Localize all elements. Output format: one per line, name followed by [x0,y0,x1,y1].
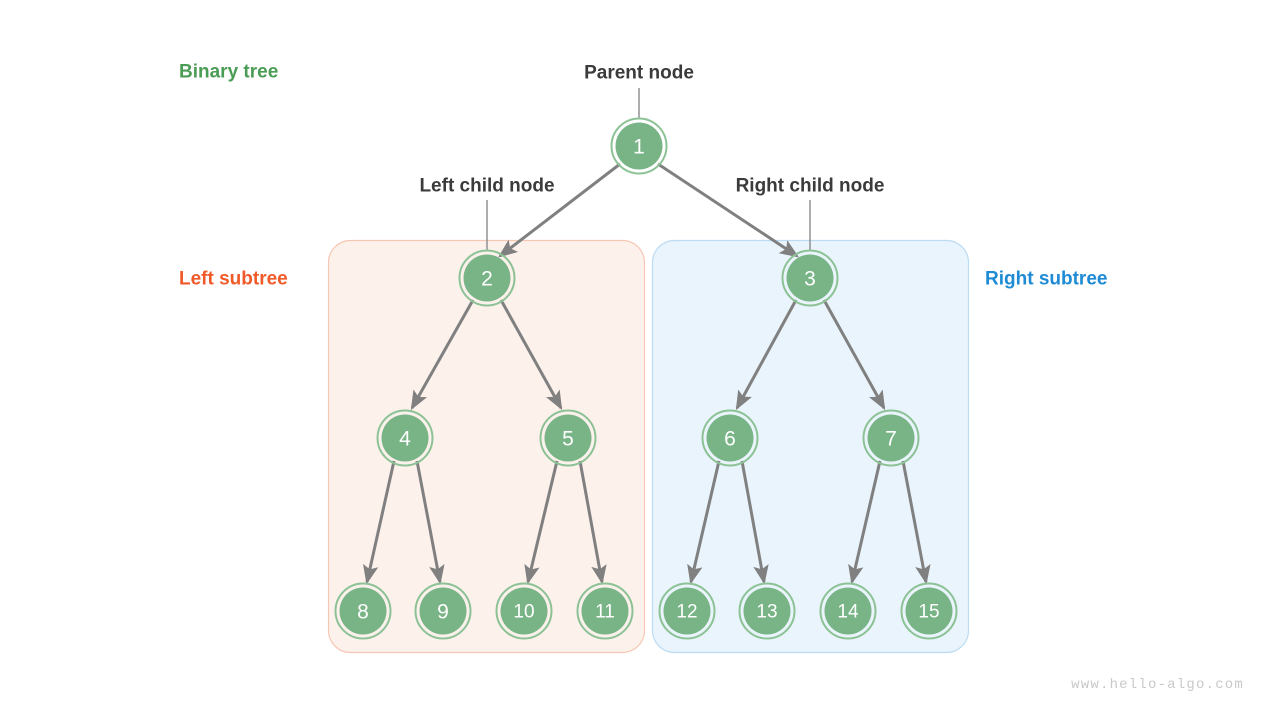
node-ring [495,582,553,640]
node-label: 8 [357,601,369,624]
node-circle [615,122,663,170]
node-circle [419,587,467,635]
node-label: 3 [804,268,816,291]
edge-6-13 [740,460,769,585]
node-label: 4 [399,428,411,451]
node-label: 12 [676,602,697,623]
node-circle [381,414,429,462]
node-ring [539,409,597,467]
node-circle [786,254,834,302]
tree-node-15[interactable]: 15 [900,582,958,640]
node-label: 11 [595,602,615,623]
tree-node-3[interactable]: 3 [781,249,839,307]
tree-node-13[interactable]: 13 [738,582,796,640]
tree-node-4[interactable]: 4 [376,409,434,467]
figure-title: Binary tree [179,62,278,83]
node-label: 14 [837,602,859,623]
edge-2-5 [499,299,563,411]
edge-2-4 [410,299,475,411]
tree-node-10[interactable]: 10 [495,582,553,640]
node-ring [862,409,920,467]
left-subtree-label: Left subtree [179,269,288,290]
node-ring [781,249,839,307]
node-circle [544,414,592,462]
edge-6-12 [687,460,721,585]
watermark: www.hello-algo.com [1071,677,1244,693]
edge-3-6 [735,299,798,411]
tree-node-1[interactable]: 1 [610,117,668,175]
node-ring [610,117,668,175]
callout-parent-node: Parent node [584,63,694,84]
node-label: 6 [724,428,736,451]
node-circle [663,587,711,635]
node-circle [463,254,511,302]
node-circle [743,587,791,635]
callout-pointers [486,88,811,250]
node-circle [706,414,754,462]
node-circle [339,587,387,635]
edge-4-9 [415,460,445,585]
node-ring [701,409,759,467]
tree-node-6[interactable]: 6 [701,409,759,467]
node-ring [376,409,434,467]
tree-node-9[interactable]: 9 [414,582,472,640]
node-ring [458,249,516,307]
node-label: 2 [481,268,493,291]
tree-node-8[interactable]: 8 [334,582,392,640]
right-subtree-label: Right subtree [985,269,1107,290]
tree-node-12[interactable]: 12 [658,582,716,640]
node-ring [900,582,958,640]
node-circle [867,414,915,462]
edge-7-14 [848,460,882,585]
node-ring [658,582,716,640]
node-ring [576,582,634,640]
callout-left-child-node: Left child node [419,176,554,197]
node-circle [905,587,953,635]
node-label: 7 [885,428,897,451]
edge-5-10 [524,460,559,585]
node-ring [819,582,877,640]
node-label: 1 [633,136,645,159]
tree-edges [363,162,931,585]
edge-5-11 [578,460,607,585]
tree-node-7[interactable]: 7 [862,409,920,467]
node-label: 13 [756,602,777,623]
node-label: 9 [437,601,449,624]
node-ring [414,582,472,640]
tree-nodes: 1 2 3 4 5 [334,117,958,640]
node-circle [824,587,872,635]
edge-4-8 [363,460,396,585]
node-label: 5 [562,428,574,451]
edge-1-2 [498,162,621,258]
node-circle [500,587,548,635]
tree-node-11[interactable]: 11 [576,582,634,640]
tree-node-14[interactable]: 14 [819,582,877,640]
edge-7-15 [901,460,931,585]
tree-node-5[interactable]: 5 [539,409,597,467]
node-ring [738,582,796,640]
node-circle [581,587,629,635]
node-ring [334,582,392,640]
node-label: 15 [918,602,939,623]
callout-right-child-node: Right child node [736,176,885,197]
tree-node-2[interactable]: 2 [458,249,516,307]
node-label: 10 [513,602,534,623]
edge-1-3 [657,162,800,258]
edge-3-7 [822,299,886,411]
